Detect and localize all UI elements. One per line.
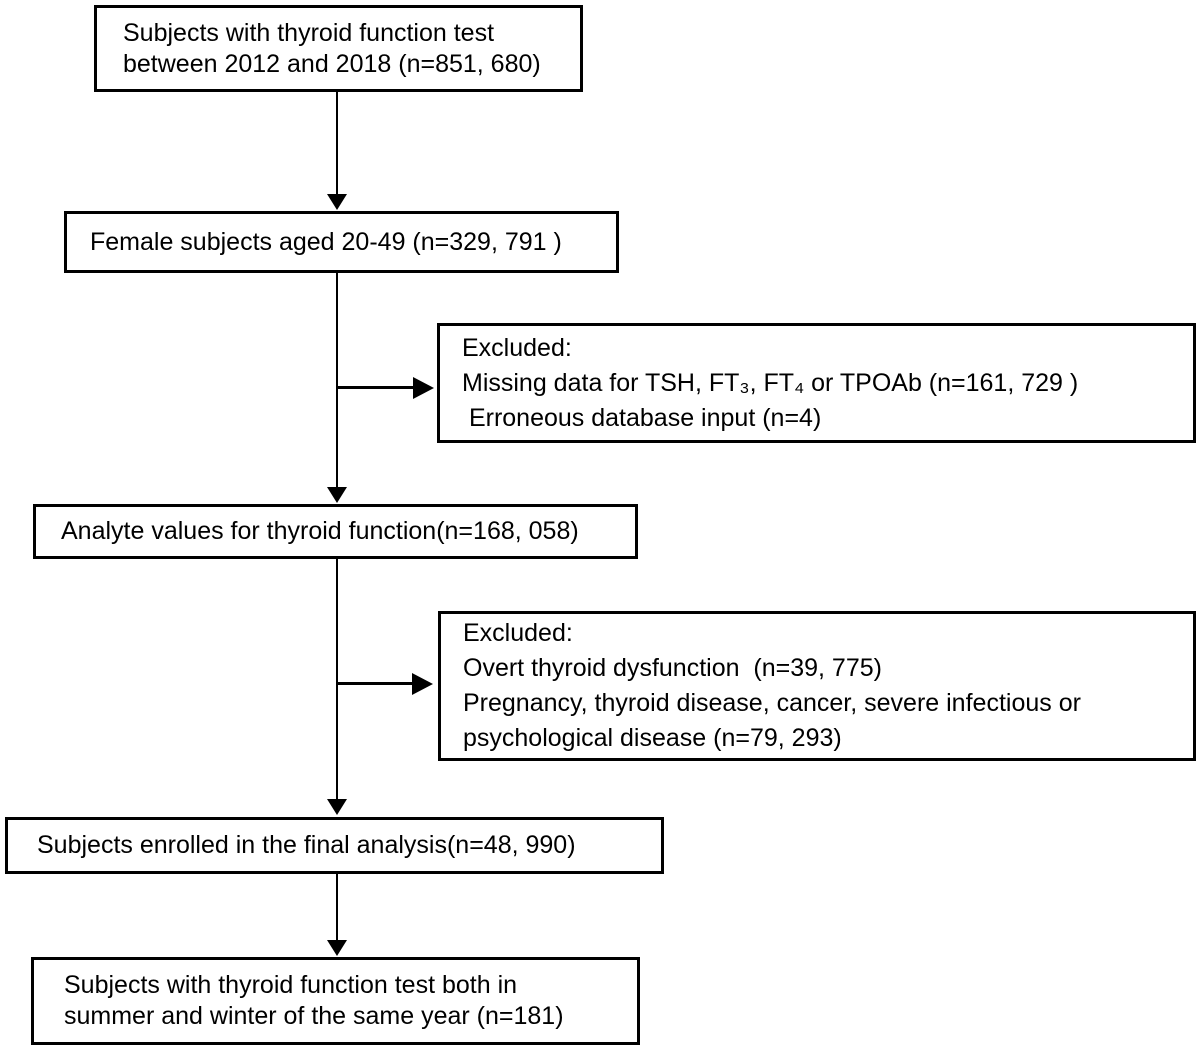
box-text-line: Missing data for TSH, FT₃, FT₄ or TPOAb … bbox=[462, 368, 1079, 397]
connector-vertical-3 bbox=[336, 558, 338, 801]
arrowhead-right-2-icon bbox=[412, 673, 433, 695]
box-analyte-values: Analyte values for thyroid function(n=16… bbox=[33, 504, 638, 559]
box-text-line: Subjects enrolled in the final analysis(… bbox=[37, 831, 576, 859]
box-text-line: summer and winter of the same year (n=18… bbox=[64, 1002, 564, 1030]
connector-horizontal-2 bbox=[337, 682, 413, 685]
box-text-line: psychological disease (n=79, 293) bbox=[463, 724, 842, 752]
box-text-line: Overt thyroid dysfunction (n=39, 775) bbox=[463, 654, 882, 682]
box-excluded-missing-data: Excluded: Missing data for TSH, FT₃, FT₄… bbox=[437, 323, 1196, 443]
arrowhead-down-3-icon bbox=[327, 799, 347, 815]
arrowhead-down-1-icon bbox=[327, 194, 347, 210]
box-text-line: Subjects with thyroid function test bbox=[123, 18, 495, 47]
box-text-line: Excluded: bbox=[462, 333, 572, 362]
connector-horizontal-1 bbox=[338, 386, 414, 389]
box-text-line: Subjects with thyroid function test both… bbox=[64, 971, 518, 999]
box-summer-winter-subset: Subjects with thyroid function test both… bbox=[31, 957, 640, 1045]
connector-vertical-1 bbox=[336, 92, 338, 195]
box-subjects-initial: Subjects with thyroid function test betw… bbox=[94, 5, 583, 92]
arrowhead-down-4-icon bbox=[327, 940, 347, 956]
arrowhead-down-2-icon bbox=[327, 487, 347, 503]
box-text-line: Erroneous database input (n=4) bbox=[462, 403, 822, 432]
box-final-analysis: Subjects enrolled in the final analysis(… bbox=[5, 817, 664, 874]
box-text-line: Analyte values for thyroid function(n=16… bbox=[61, 517, 579, 545]
box-text-line: Excluded: bbox=[463, 619, 573, 647]
box-text-line: Female subjects aged 20-49 (n=329, 791 ) bbox=[90, 227, 562, 256]
box-female-subjects: Female subjects aged 20-49 (n=329, 791 ) bbox=[64, 211, 619, 273]
connector-vertical-2 bbox=[336, 273, 338, 489]
arrowhead-right-1-icon bbox=[413, 377, 434, 399]
box-text-line: Pregnancy, thyroid disease, cancer, seve… bbox=[463, 689, 1081, 717]
box-text-line: between 2012 and 2018 (n=851, 680) bbox=[123, 49, 541, 78]
connector-vertical-4 bbox=[336, 873, 338, 941]
box-excluded-dysfunction: Excluded: Overt thyroid dysfunction (n=3… bbox=[438, 611, 1196, 761]
